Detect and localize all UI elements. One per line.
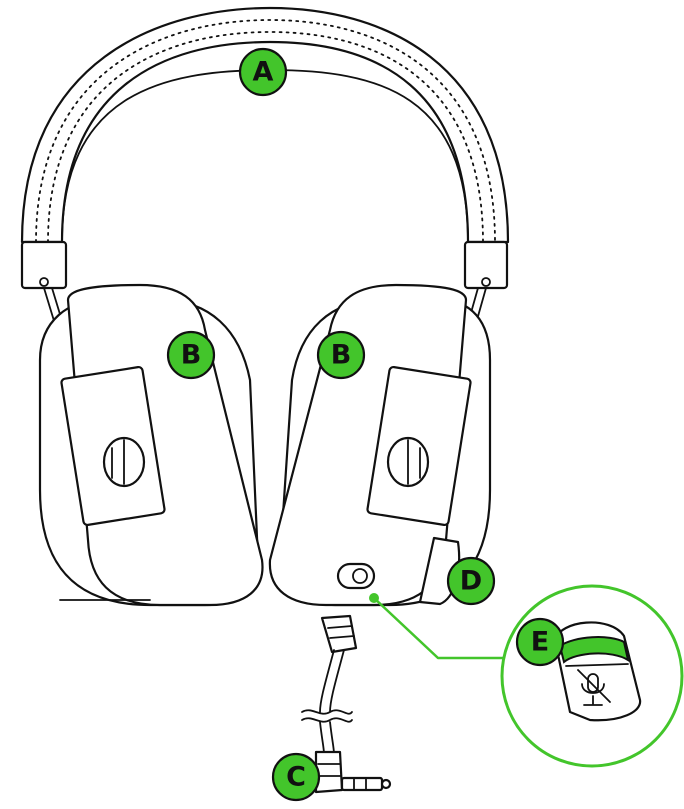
mic-port [336, 562, 376, 590]
right-ear-cup [268, 283, 492, 607]
svg-text:A: A [253, 57, 274, 88]
left-ear-cup [38, 283, 264, 607]
callout-d: D [446, 556, 496, 606]
zoom-anchor-dot [369, 593, 379, 603]
callout-b-left: B [166, 330, 216, 380]
mic-mute-zoom [500, 584, 684, 768]
volume-dial-icon [386, 436, 430, 488]
svg-text:C: C [286, 762, 306, 793]
cable [301, 614, 392, 794]
svg-text:D: D [460, 566, 482, 597]
muted-microphone-icon [577, 669, 611, 706]
svg-text:B: B [181, 340, 202, 371]
callout-c: C [271, 752, 321, 802]
zoom-leader-line [373, 597, 522, 660]
callout-b-right: B [316, 330, 366, 380]
svg-text:B: B [331, 340, 352, 371]
headband [20, 6, 510, 244]
callout-e: E [515, 617, 565, 667]
volume-dial-icon [102, 436, 146, 488]
svg-text:E: E [531, 627, 549, 658]
callout-a: A [238, 47, 288, 97]
audio-plug [314, 750, 392, 794]
